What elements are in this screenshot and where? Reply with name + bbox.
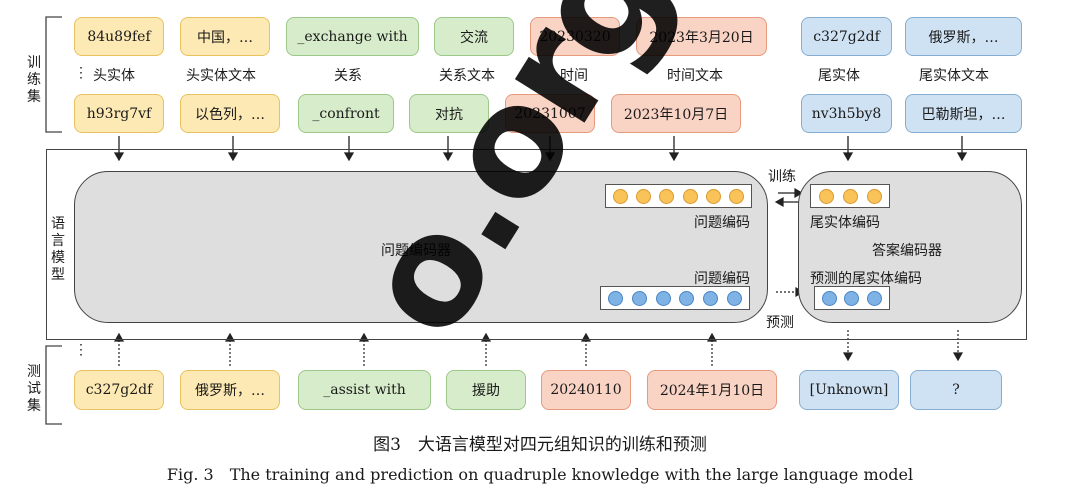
question-encoding-strip-top (605, 184, 752, 208)
train-time-1: 20230320 (530, 17, 620, 56)
train-head-entity-2: h93rg7vf (74, 94, 164, 133)
encoding-dot (844, 290, 860, 306)
encoding-dot (867, 290, 883, 306)
encoding-dot (705, 188, 721, 204)
encoding-dot (636, 188, 652, 204)
train-head-entity-1: 84u89fef (74, 17, 164, 56)
header-relation: 关系 (334, 68, 362, 84)
train-relation-text-2: 对抗 (409, 94, 489, 133)
header-tail-entity: 尾实体 (818, 68, 860, 84)
test-vertical-ellipsis: ⋮ (74, 342, 88, 358)
train-tail-text-1: 俄罗斯，… (905, 17, 1022, 56)
encoding-dot (821, 290, 837, 306)
figure-caption-zh: 图3 大语言模型对四元组知识的训练和预测 (373, 435, 707, 455)
figure-caption-en: Fig. 3 The training and prediction on qu… (166, 465, 914, 484)
encoding-dot (728, 188, 744, 204)
train-time-text-2: 2023年10月7日 (611, 94, 741, 133)
tail-entity-encoding-label: 尾实体编码 (810, 215, 880, 231)
test-time: 20240110 (541, 370, 631, 410)
encoding-dot (608, 290, 624, 306)
train-set-label: 训练集 (27, 55, 41, 105)
train-tail-entity-2: nv3h5by8 (801, 94, 892, 133)
question-encoding-label-bottom: 问题编码 (694, 271, 750, 287)
test-unknown-tail-text: ? (910, 370, 1002, 410)
encoding-dot (842, 188, 858, 204)
train-head-text-1: 中国，… (180, 17, 270, 56)
tail-entity-encoding-strip (810, 184, 890, 208)
test-head-text: 俄罗斯，… (180, 370, 280, 410)
test-unknown-tail-entity: [Unknown] (799, 370, 899, 410)
predict-arrow-label: 预测 (766, 315, 794, 331)
test-head-entity: c327g2df (74, 370, 164, 410)
test-time-text: 2024年1月10日 (647, 370, 777, 410)
encoding-dot (682, 188, 698, 204)
header-time-text: 时间文本 (667, 68, 723, 84)
encoding-dot (613, 188, 629, 204)
encoding-dot (726, 290, 742, 306)
vertical-ellipsis: ⋮ (74, 65, 88, 81)
encoding-dot (659, 188, 675, 204)
question-encoding-label-top: 问题编码 (694, 215, 750, 231)
encoding-dot (818, 188, 834, 204)
train-time-text-1: 2023年3月20日 (636, 17, 767, 56)
question-encoder-label: 问题编码器 (381, 243, 451, 259)
train-arrow-label: 训练 (768, 169, 796, 185)
predicted-tail-encoding-strip (814, 286, 890, 310)
header-head-entity: 头实体 (93, 68, 135, 84)
encoding-dot (702, 290, 718, 306)
header-tail-text: 尾实体文本 (919, 68, 989, 84)
train-relation-2: _confront (298, 94, 394, 133)
header-time: 时间 (560, 68, 588, 84)
train-tail-entity-1: c327g2df (801, 17, 892, 56)
header-head-text: 头实体文本 (186, 68, 256, 84)
language-model-panel (46, 149, 1027, 340)
language-model-label: 语言模型 (51, 216, 65, 283)
train-bracket (45, 16, 62, 133)
test-relation: _assist with (298, 370, 431, 410)
train-head-text-2: 以色列，… (180, 94, 280, 133)
train-tail-text-2: 巴勒斯坦，… (905, 94, 1022, 133)
encoding-dot (655, 290, 671, 306)
encoding-dot (866, 188, 882, 204)
test-relation-text: 援助 (446, 370, 526, 410)
test-set-label: 测试集 (27, 364, 41, 414)
question-encoding-strip-bottom (600, 286, 750, 310)
encoding-dot (631, 290, 647, 306)
predicted-tail-encoding-label: 预测的尾实体编码 (810, 271, 922, 287)
test-bracket (45, 345, 62, 425)
answer-encoder-label: 答案编码器 (872, 243, 942, 259)
encoding-dot (679, 290, 695, 306)
train-time-2: 20231007 (505, 94, 595, 133)
train-relation-1: _exchange with (286, 17, 419, 56)
header-relation-text: 关系文本 (439, 68, 495, 84)
train-relation-text-1: 交流 (434, 17, 514, 56)
